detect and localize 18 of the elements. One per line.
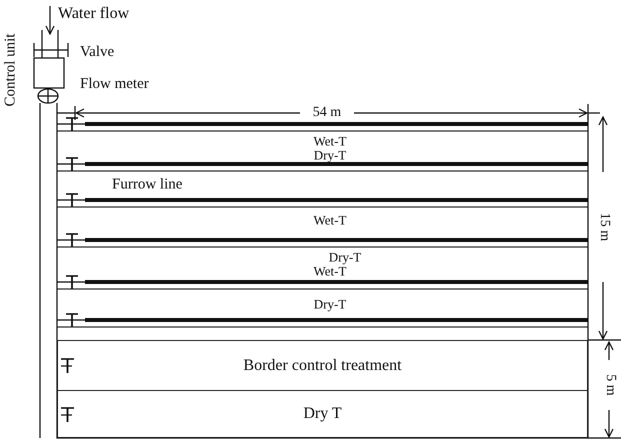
treatment-label: Wet-T <box>314 134 346 148</box>
border-strip <box>57 340 588 391</box>
part-label: Furrow line <box>112 178 182 192</box>
treatment-label: Dry-T <box>314 298 346 310</box>
plot-strip <box>57 390 588 438</box>
annotation-label: Water flow <box>58 6 130 22</box>
treatment-label: Dry-T <box>314 148 346 162</box>
treatment-label: Wet-T <box>314 214 346 226</box>
part-label: Control unit <box>4 34 18 106</box>
strip-label: Dry T <box>303 406 342 422</box>
part-label: Flow meter <box>80 77 149 92</box>
part-label: Valve <box>80 45 114 60</box>
dimension-label: 5 m <box>603 374 617 396</box>
treatment-label: Dry-T <box>328 250 362 264</box>
strip-label: Border control treatment <box>243 358 402 374</box>
dimension-label: 15 m <box>597 212 611 242</box>
dimension-label: 54 m <box>312 106 342 120</box>
treatment-label: Wet-T <box>314 264 346 278</box>
